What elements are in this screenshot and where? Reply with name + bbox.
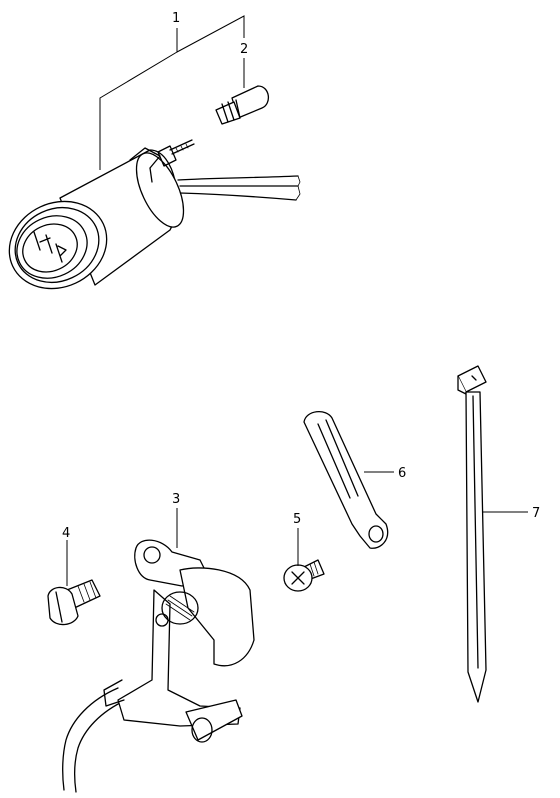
part-7-cable-tie[interactable] — [457, 365, 487, 703]
callout-7: 7 — [532, 506, 540, 521]
part-2-bulb[interactable] — [215, 85, 269, 125]
callout-1: 1 — [172, 11, 180, 26]
callout-5: 5 — [293, 512, 301, 527]
callout-3: 3 — [172, 492, 180, 507]
part-1-trim-gauge[interactable] — [0, 139, 301, 304]
part-3-sensor-bracket[interactable] — [62, 539, 255, 793]
part-4-bolt[interactable] — [47, 579, 101, 626]
part-5-screw[interactable] — [283, 559, 325, 592]
callout-labels: 1 2 3 4 5 6 7 — [62, 11, 540, 541]
part-6-clip[interactable] — [303, 411, 389, 549]
callout-6: 6 — [398, 466, 406, 481]
callout-4: 4 — [62, 526, 70, 541]
callout-2: 2 — [240, 42, 248, 57]
leader-lines — [66, 15, 528, 586]
